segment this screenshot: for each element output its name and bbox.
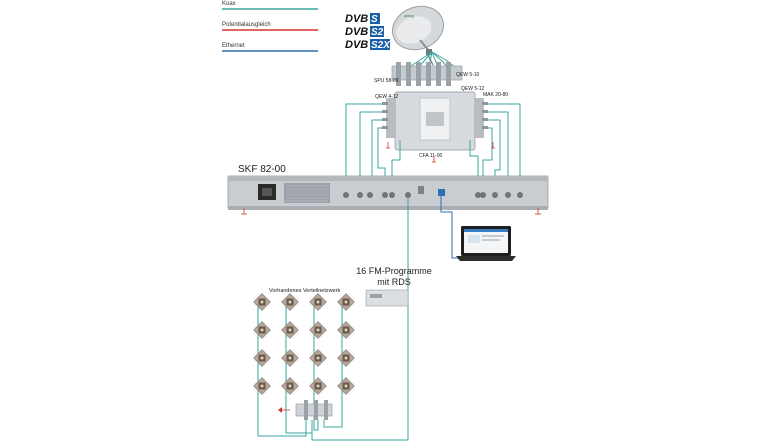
network-label: Vorhandenes Verteilnetzwerk [269, 288, 340, 294]
wall-socket-icon [253, 377, 271, 395]
fm-title-line1: 16 FM-Programme [356, 266, 432, 276]
dvb-s2-logo: DVB S2 [345, 26, 384, 38]
svg-text:S2X: S2X [371, 40, 391, 51]
laptop-icon [456, 226, 516, 261]
qew-5-10-device: QEW 5-10 [391, 62, 480, 86]
mak-label: MAK 20-80 [483, 92, 508, 98]
fm-radio-device [365, 289, 409, 307]
multiswitch-device: SPU 58-09 QEW 5-12 QEW 4-12 MAK 20-80 CF… [374, 78, 508, 159]
dvb-s-logo: DVB S [345, 13, 380, 25]
wall-socket-icon [253, 293, 271, 311]
wall-socket-icon [337, 321, 355, 339]
satellite-dish-icon: axing [392, 5, 444, 66]
network-feeder-line [285, 300, 313, 434]
ethernet-cable [440, 196, 464, 259]
wall-socket-icon [253, 349, 271, 367]
network-feeder-line [323, 300, 343, 428]
svg-text:S: S [371, 14, 378, 25]
skf-ground-markers [241, 208, 541, 215]
wall-socket-icon [337, 293, 355, 311]
wall-socket-icon [281, 321, 299, 339]
wall-socket-icon [309, 349, 327, 367]
svg-text:DVB: DVB [345, 13, 368, 25]
legend-potential-label: Potentialausgleich [222, 22, 271, 28]
dish-brand: axing [404, 13, 414, 18]
wall-socket-icon [281, 293, 299, 311]
legend: Koax Potentialausgleich Ethernet [222, 1, 318, 52]
svg-text:S2: S2 [371, 27, 384, 38]
skf-inputs [343, 192, 523, 198]
skf-label: SKF 82-00 [238, 164, 286, 175]
wall-socket-icon [309, 321, 327, 339]
legend-koax-label: Koax [222, 1, 236, 7]
svg-text:DVB: DVB [345, 39, 368, 51]
wall-socket-icon [337, 377, 355, 395]
spu-label: SPU 58-09 [374, 78, 399, 84]
skf-output-cable [311, 198, 409, 441]
wall-socket-icon [309, 377, 327, 395]
network-feeder-line [257, 300, 307, 437]
fm-title-line2: mit RDS [377, 277, 411, 287]
wall-socket-icon [309, 293, 327, 311]
wall-socket-icon [253, 321, 271, 339]
splitter-device [278, 400, 333, 420]
cfa-label: CFA 11-00 [419, 153, 442, 159]
distribution-network [253, 293, 355, 437]
wall-socket-icon [281, 377, 299, 395]
wall-socket-icon [337, 349, 355, 367]
skf-82-00-device: SKF 82-00 [227, 164, 549, 210]
qew-5-10-label: QEW 5-10 [456, 72, 480, 78]
network-feeder-line [313, 300, 319, 431]
ethernet-port-icon [438, 189, 445, 196]
qew-4-12-label: QEW 4-12 [375, 94, 399, 100]
wall-socket-icon [281, 349, 299, 367]
fm-programs-title: 16 FM-Programme mit RDS [356, 266, 432, 287]
dvb-s2x-logo: DVB S2X [345, 39, 391, 51]
multiswitch-to-skf-cables [345, 103, 521, 191]
legend-ethernet-label: Ethernet [222, 43, 245, 49]
qew-5-12-label: QEW 5-12 [461, 86, 485, 92]
dvb-logos: DVB S DVB S2 DVB S2X [345, 13, 391, 51]
multiswitch-ground-markers [386, 142, 495, 163]
svg-text:DVB: DVB [345, 26, 368, 38]
